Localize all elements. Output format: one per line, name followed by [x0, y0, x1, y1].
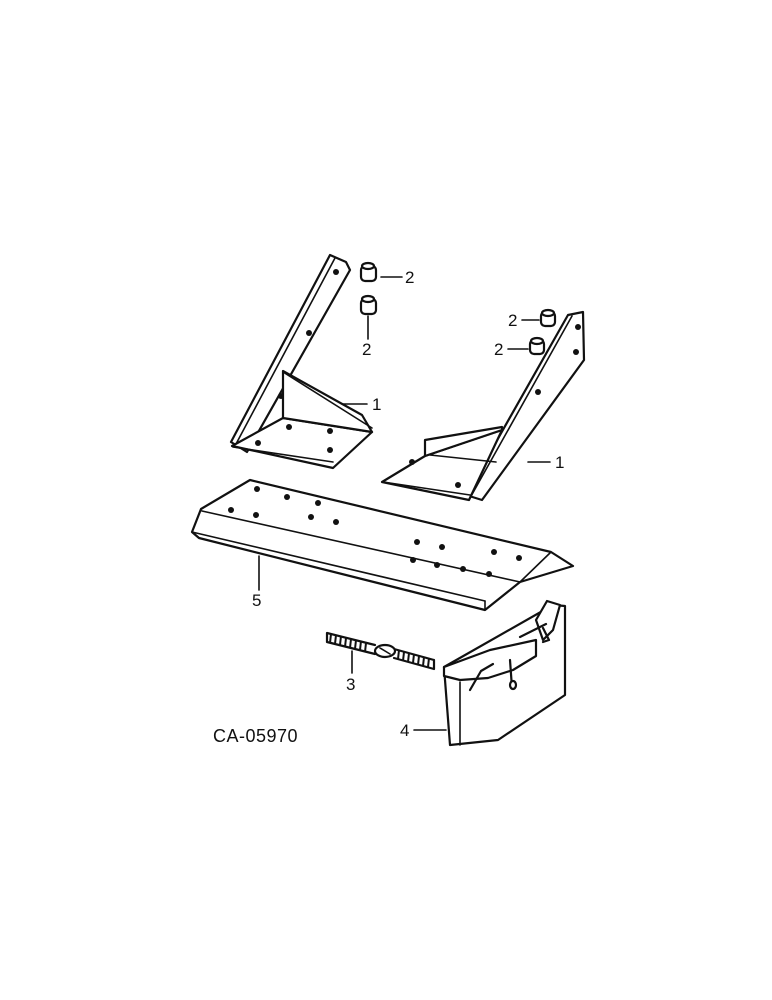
spacer-4 [528, 336, 546, 356]
callout-2-right-lower: 2 [494, 340, 503, 359]
weight-block [442, 599, 567, 747]
spacer-2 [359, 294, 378, 316]
callout-5: 5 [252, 591, 261, 610]
leader-lines [258, 276, 551, 731]
drawing-code: CA-05970 [213, 726, 298, 746]
callout-2-top: 2 [405, 268, 414, 287]
bracket-right [380, 310, 586, 502]
channel-plate [190, 478, 575, 612]
callout-3: 3 [346, 675, 355, 694]
callout-2-right-upper: 2 [508, 311, 517, 330]
spacer-3 [539, 308, 557, 328]
bracket-left [229, 253, 374, 470]
callout-4: 4 [400, 721, 409, 740]
spacer-1 [359, 261, 378, 283]
callout-1-left: 1 [372, 395, 381, 414]
callout-2-middle: 2 [362, 340, 371, 359]
threaded-rod [325, 631, 436, 671]
callout-1-right: 1 [555, 453, 564, 472]
